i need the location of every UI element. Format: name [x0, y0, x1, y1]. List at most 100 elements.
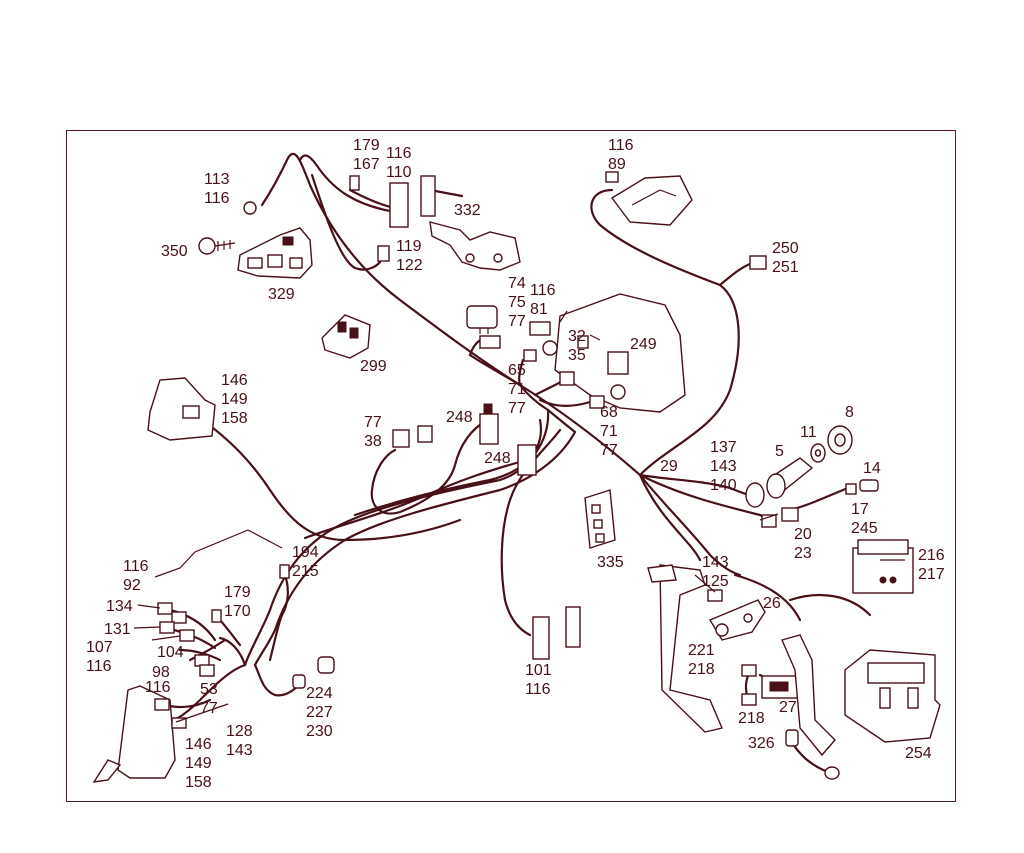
- screw-350-icon: [198, 237, 236, 255]
- callout-number: 77: [364, 414, 382, 431]
- plug-250-251: [749, 255, 767, 270]
- callout-label-l12: 299: [360, 358, 387, 375]
- callout-number: 179: [353, 137, 380, 154]
- plug-98: [199, 664, 215, 677]
- callout-number: 230: [306, 723, 333, 740]
- plug-131: [159, 621, 175, 634]
- callout-number: 77: [600, 442, 618, 459]
- pedal-assembly: [647, 564, 723, 733]
- callout-number: 221: [688, 642, 715, 659]
- callout-number: 77: [508, 400, 526, 417]
- sensor-5: [766, 457, 814, 499]
- callout-number: 248: [446, 409, 473, 426]
- callout-number: 119: [396, 238, 422, 255]
- connector-137: [745, 482, 765, 508]
- plug-221: [741, 664, 757, 677]
- callout-number: 116: [386, 145, 412, 162]
- callout-number: 107: [86, 639, 113, 656]
- module-254: [844, 649, 941, 743]
- mounting-bracket: [429, 221, 521, 271]
- plug-116-81: [529, 321, 551, 336]
- callout-number: 245: [851, 520, 878, 537]
- callout-label-l26: 14: [863, 460, 881, 477]
- callout-number: 335: [597, 554, 624, 571]
- callout-label-l4: 332: [454, 202, 481, 219]
- callout-label-l5: 350: [161, 243, 188, 260]
- plug-92: [157, 602, 173, 615]
- callout-number: 218: [688, 661, 715, 678]
- unit-146-upper: [147, 377, 216, 441]
- leader-lines: [133, 310, 905, 723]
- plug-107: [179, 629, 195, 642]
- callout-number: 215: [292, 563, 319, 580]
- callout-number: 23: [794, 545, 812, 562]
- plug-77-38: [392, 429, 410, 448]
- callout-number: 250: [772, 240, 799, 257]
- callout-number: 27: [779, 699, 797, 716]
- callout-number: 35: [568, 347, 586, 364]
- callout-number: 11: [800, 424, 817, 441]
- housing-249: [554, 293, 686, 413]
- relay-248-upper: [479, 403, 499, 445]
- callout-number: 194: [292, 544, 319, 561]
- callout-number: 113: [204, 171, 230, 188]
- round-connector-113: [243, 201, 257, 215]
- callout-number: 224: [306, 685, 333, 702]
- callout-number: 68: [600, 404, 618, 421]
- switch-27: [761, 675, 799, 699]
- callout-number: 74: [508, 275, 526, 292]
- plug-227: [317, 656, 335, 674]
- callout-number: 326: [748, 735, 775, 752]
- plug-143-125: [707, 589, 723, 602]
- callout-number: 158: [185, 774, 212, 791]
- callout-number: 299: [360, 358, 387, 375]
- plug-17: [845, 483, 857, 495]
- callout-number: 116: [530, 282, 556, 299]
- callout-number: 77: [508, 313, 526, 330]
- callout-label-l29: 335: [597, 554, 624, 571]
- plug-harness-a: [479, 335, 501, 349]
- callout-number: 29: [660, 458, 678, 475]
- callout-label-l38: 116: [145, 679, 171, 696]
- plug-224: [292, 674, 306, 689]
- fuse-bracket-329: [237, 227, 313, 279]
- callout-label-l36: 104: [157, 644, 184, 661]
- callout-label-l24: 5: [775, 443, 784, 460]
- callout-number: 20: [794, 526, 812, 543]
- callout-number: 71: [600, 423, 618, 440]
- callout-number: 81: [530, 301, 548, 318]
- callout-label-l37: 98: [152, 664, 170, 681]
- callout-label-l32: 134: [106, 598, 133, 615]
- module-216: [852, 539, 914, 594]
- callout-number: 332: [454, 202, 481, 219]
- callout-number: 137: [710, 439, 737, 456]
- callout-number: 77: [200, 700, 218, 717]
- callout-number: 75: [508, 294, 526, 311]
- callout-label-l50: 326: [748, 735, 775, 752]
- plug-20: [781, 507, 799, 522]
- brake-lever: [781, 634, 836, 757]
- callout-number: 254: [905, 745, 932, 762]
- plug-77: [559, 371, 575, 386]
- plug-65: [542, 340, 558, 356]
- callout-number: 92: [123, 577, 141, 594]
- callout-number: 134: [106, 598, 133, 615]
- callout-label-l7: 329: [268, 286, 295, 303]
- relay-332: [420, 175, 436, 217]
- callout-number: 146: [185, 736, 212, 753]
- callout-number: 116: [123, 558, 149, 575]
- callout-number: 65: [508, 362, 526, 379]
